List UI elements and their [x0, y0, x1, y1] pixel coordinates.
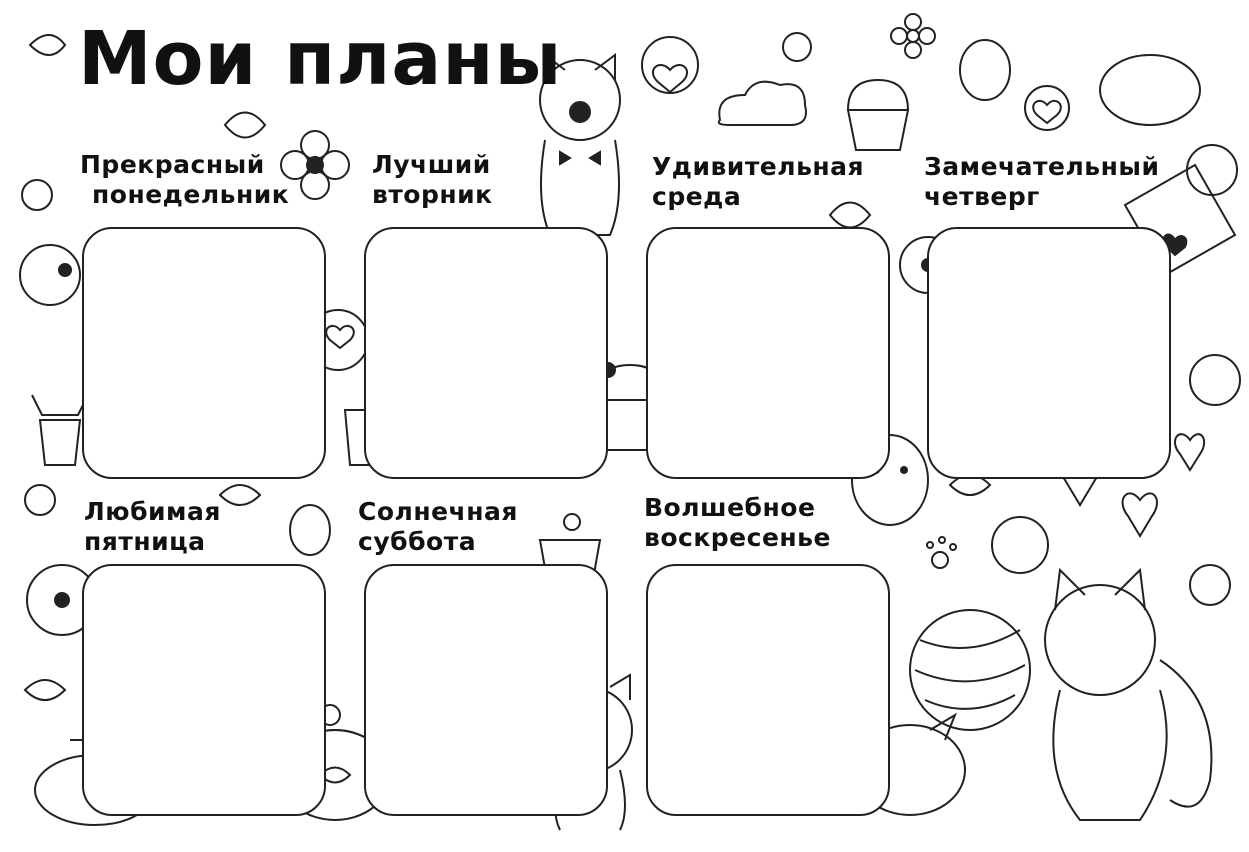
bird-icon	[289, 504, 331, 556]
plan-box-monday[interactable]	[82, 227, 326, 479]
label-line: пятница	[84, 527, 206, 556]
label-line: Любимая	[84, 497, 221, 526]
plan-box-wednesday[interactable]	[646, 227, 890, 479]
cloud-icon	[717, 80, 807, 126]
label-line: Лучший	[372, 150, 491, 179]
plan-box-saturday[interactable]	[364, 564, 608, 816]
cat-icon	[1044, 567, 1213, 821]
label-line: Солнечная	[358, 497, 518, 526]
circle-icon	[782, 32, 812, 62]
heart-icon	[1024, 85, 1070, 131]
flower-icon	[19, 244, 81, 306]
cupcake-icon	[846, 78, 910, 151]
plan-box-tuesday[interactable]	[364, 227, 608, 479]
label-line: воскресенье	[644, 523, 831, 552]
cupcake-icon	[31, 394, 89, 466]
flower-icon	[280, 130, 350, 200]
label-line: Волшебное	[644, 493, 816, 522]
flower-icon	[890, 13, 936, 59]
label-line: среда	[652, 182, 742, 211]
bird-icon	[959, 39, 1201, 126]
label-line: Удивительная	[652, 152, 865, 181]
label-line: Прекрасный	[80, 150, 265, 179]
label-line: суббота	[358, 527, 477, 556]
heart-icon	[641, 36, 699, 94]
plan-box-sunday[interactable]	[646, 564, 890, 816]
yarn-ball-icon	[909, 609, 1031, 731]
plan-box-thursday[interactable]	[927, 227, 1171, 479]
label-line: Замечательный	[924, 152, 1160, 181]
label-line: понедельник	[92, 180, 290, 209]
label-line: вторник	[372, 180, 493, 209]
paw-icon	[926, 536, 957, 569]
plan-box-friday[interactable]	[82, 564, 326, 816]
label-line: четверг	[924, 182, 1040, 211]
flower-icon	[21, 179, 53, 211]
page-title: Мои планы	[78, 16, 563, 102]
